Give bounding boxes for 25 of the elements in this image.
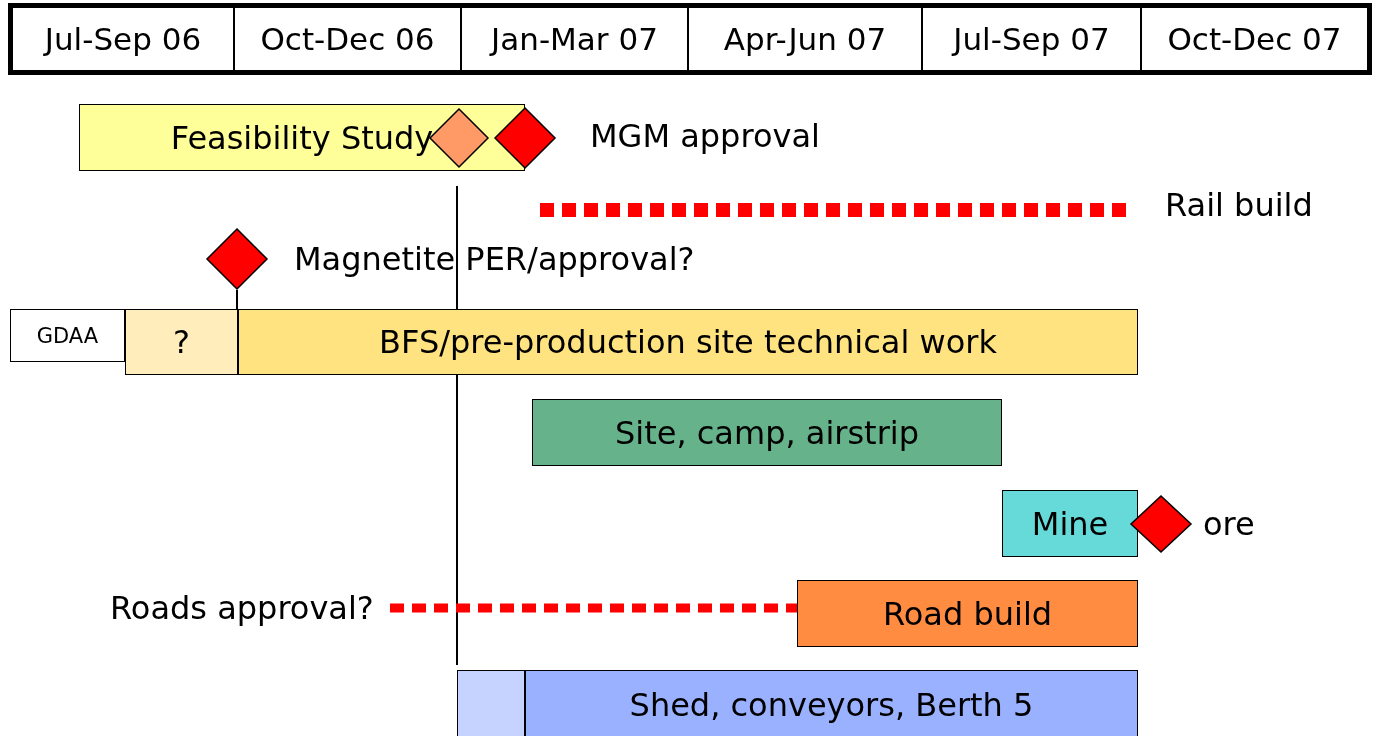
period-header: Apr-Jun 07 [689, 8, 923, 70]
period-header: Jul-Sep 07 [923, 8, 1142, 70]
task-bar [457, 670, 525, 736]
period-header: Jul-Sep 06 [13, 8, 235, 70]
task-bar: Site, camp, airstrip [532, 399, 1002, 466]
task-bar: Mine [1002, 490, 1138, 557]
task-bar: Feasibility Study [79, 104, 525, 171]
period-header: Jan-Mar 07 [462, 8, 689, 70]
task-label: Roads approval? [110, 587, 390, 629]
connector-line [236, 289, 238, 310]
task-bar: Shed, conveyors, Berth 5 [525, 670, 1138, 736]
milestone-diamond [1130, 495, 1192, 553]
period-header: Oct-Dec 06 [235, 8, 462, 70]
task-bar: BFS/pre-production site technical work [238, 309, 1138, 375]
milestone-diamond [206, 228, 268, 290]
milestone-label: Magnetite PER/approval? [294, 240, 695, 278]
milestone-label: Rail build [1165, 186, 1313, 224]
milestone-diamond [494, 107, 556, 169]
task-bar: Road build [797, 580, 1138, 647]
period-header: Oct-Dec 07 [1166, 20, 1343, 59]
milestone-label: MGM approval [590, 117, 820, 155]
dotted-connector [390, 603, 797, 613]
milestone-label: ore [1203, 505, 1255, 543]
task-bar: GDAA [10, 309, 125, 362]
task-bar: ? [125, 309, 238, 375]
